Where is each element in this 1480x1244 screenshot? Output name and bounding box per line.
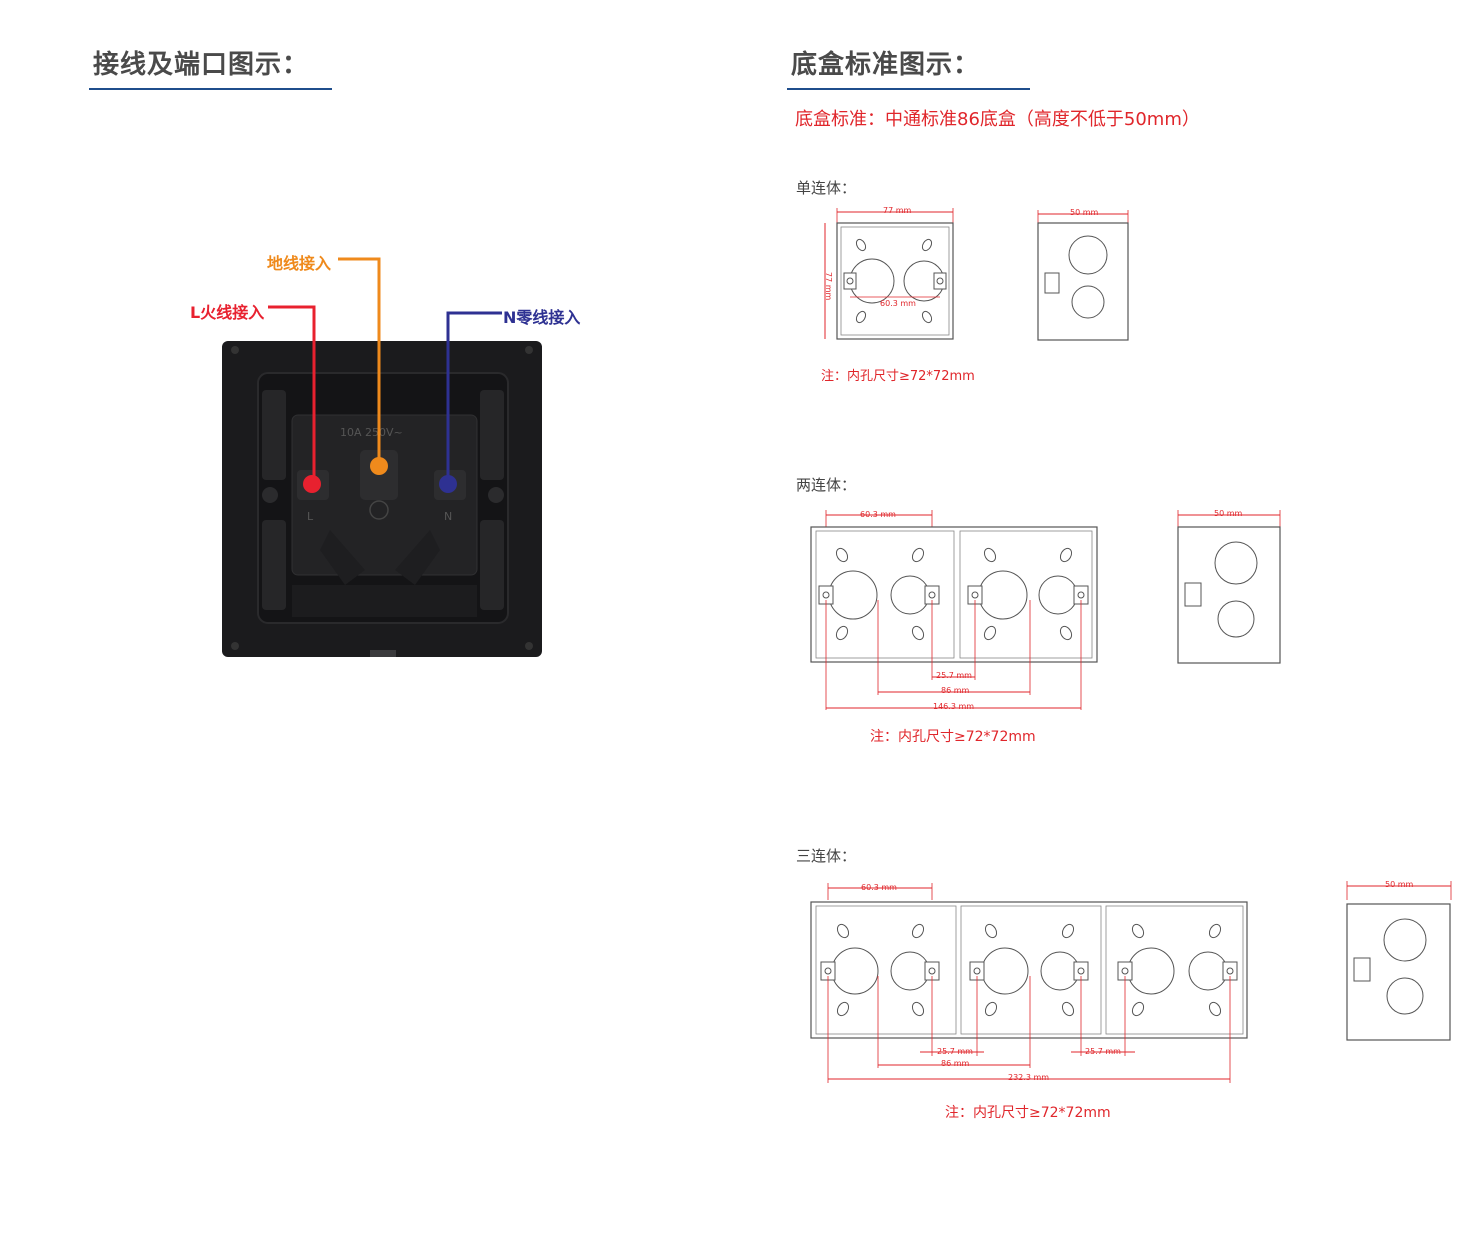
- single-height-dim: 77 mm: [824, 272, 833, 301]
- lug: [395, 530, 440, 585]
- box-standard-text: 底盒标准：中通标准86底盒（高度不低于50mm）: [795, 109, 1200, 130]
- corner-screw: [525, 642, 533, 650]
- mount-hole: [262, 487, 278, 503]
- mount-hole: [488, 487, 504, 503]
- triple-gang-label: 三连体：: [796, 847, 857, 865]
- triple-hole-dim: 60.3 mm: [861, 883, 897, 892]
- earth-terminal-dot: [370, 457, 388, 475]
- rating-mark: 10A 250V~: [340, 426, 403, 439]
- triple-pitch-dim: 86 mm: [941, 1059, 970, 1068]
- double-box-side: 50 mm: [1177, 509, 1281, 664]
- socket-back-image: 10A 250V~ L N: [222, 257, 542, 657]
- single-note: 注：内孔尺寸≥72*72mm: [821, 369, 975, 384]
- corner-screw: [231, 642, 239, 650]
- double-pitch-dim: 86 mm: [941, 686, 970, 695]
- wiring-diagram: 10A 250V~ L N: [180, 240, 600, 670]
- triple-note: 注：内孔尺寸≥72*72mm: [945, 1105, 1111, 1121]
- double-total-dim: 146.3 mm: [933, 702, 974, 711]
- side-clip: [480, 520, 504, 610]
- single-width-dim: 77 mm: [883, 206, 912, 215]
- live-wire-label: L火线接入: [190, 303, 265, 322]
- double-gang-label: 两连体：: [796, 476, 857, 494]
- triple-gap1-dim: 25.7 mm: [937, 1047, 973, 1056]
- wiring-title-underline: [89, 88, 332, 90]
- lower-slot: [292, 585, 477, 617]
- double-gap-dim: 25.7 mm: [936, 671, 972, 680]
- live-terminal-dot: [303, 475, 321, 493]
- side-clip: [262, 390, 286, 480]
- n-terminal-mark: N: [444, 510, 452, 523]
- live-leader-line: [268, 305, 316, 484]
- single-box-side: 50 mm: [1037, 208, 1129, 341]
- double-note: 注：内孔尺寸≥72*72mm: [870, 729, 1036, 745]
- corner-screw: [231, 346, 239, 354]
- double-depth-dim: 50 mm: [1214, 509, 1243, 518]
- box-section-title: 底盒标准图示：: [791, 50, 981, 80]
- lug: [320, 530, 365, 585]
- box-title-underline: [787, 88, 1030, 90]
- double-hole-dim: 60.3 mm: [860, 510, 896, 519]
- bottom-notch: [370, 650, 396, 657]
- corner-screw: [525, 346, 533, 354]
- triple-gap2-dim: 25.7 mm: [1085, 1047, 1121, 1056]
- single-box-front: 77 mm 77 mm 60.3 mm: [824, 206, 954, 340]
- side-clip: [262, 520, 286, 610]
- l-terminal-mark: L: [307, 510, 314, 523]
- wiring-section-title: 接线及端口图示：: [93, 50, 310, 80]
- earth-symbol: [369, 500, 389, 520]
- earth-leader-line: [338, 257, 381, 466]
- single-depth-dim: 50 mm: [1070, 208, 1099, 217]
- earth-wire-label: 地线接入: [267, 254, 332, 273]
- double-box-front: 60.3 mm 25.7 mm 86 mm 146.3 mm: [810, 510, 1098, 711]
- neutral-wire-label: N零线接入: [503, 308, 581, 327]
- single-gang-label: 单连体：: [796, 179, 857, 197]
- triple-box-front: 60.3 mm 25.7 mm 25.7 mm 86 mm 232.3 mm: [810, 883, 1248, 1083]
- triple-box-side: 50 mm: [1346, 880, 1452, 1041]
- neutral-terminal-dot: [439, 475, 457, 493]
- single-hole-dim: 60.3 mm: [880, 299, 916, 308]
- triple-depth-dim: 50 mm: [1385, 880, 1414, 889]
- triple-total-dim: 232.3 mm: [1008, 1073, 1049, 1082]
- neutral-leader-line: [446, 311, 502, 484]
- side-clip: [480, 390, 504, 480]
